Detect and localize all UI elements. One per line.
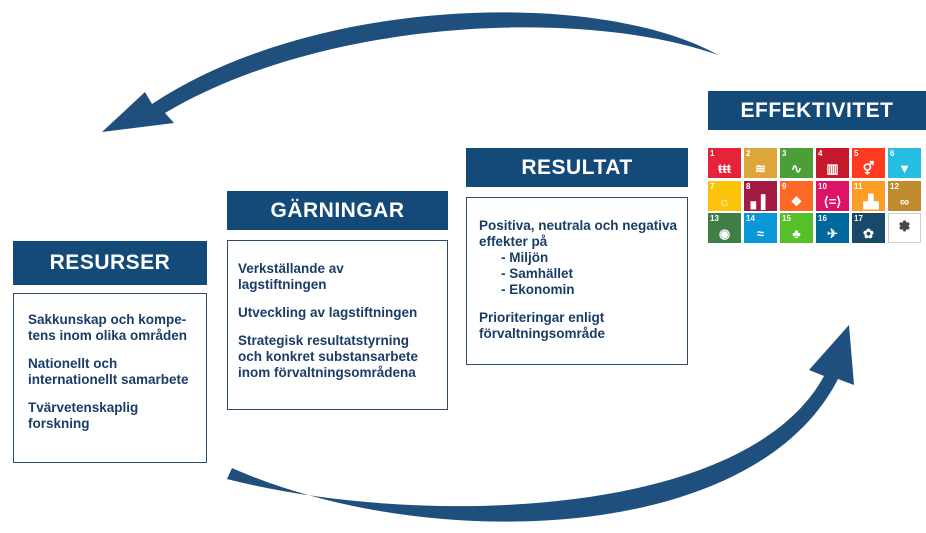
sdg-tile: 10 ⟨=⟩ (816, 180, 849, 211)
sdg-tile-number: 9 (782, 181, 787, 191)
sdg-tile: 2≋ (744, 148, 777, 178)
resultat-header: RESULTAT (466, 148, 688, 187)
equality-icon: ⟨=⟩ (823, 193, 842, 209)
sdg-tile-number: 8 (746, 181, 751, 191)
effects-list-item: - Ekonomin (501, 282, 575, 297)
garningar-text-1: Verkställande av lagstiftningen (238, 261, 344, 292)
people-icon: ŧŧŧ (718, 161, 731, 176)
sdg-tile: 4▥ (816, 148, 849, 178)
gender-icon: ⚥ (862, 161, 875, 176)
garningar-header: GÄRNINGAR (227, 191, 448, 230)
sdg-tile-number: 3 (782, 149, 787, 158)
resurser-header: RESURSER (13, 241, 207, 285)
heartbeat-icon: ∿ (791, 161, 802, 176)
partnership-flower-icon: ✿ (863, 226, 874, 241)
sdg-tile-number: 1 (710, 149, 715, 158)
book-icon: ▥ (826, 161, 839, 176)
sdg-tile: 5⚥ (852, 148, 885, 178)
garningar-box: Verkställande av lagstiftningen Utveckli… (227, 240, 448, 410)
sdg-tile: 11 ▗▙ (852, 180, 885, 211)
growth-chart-icon: ▖▌ (750, 193, 771, 209)
sdg-tile-number: 2 (746, 149, 751, 158)
city-icon: ▗▙ (858, 193, 879, 209)
resultat-intro: Positiva, neutrala och negativa effekter… (479, 218, 678, 249)
sdg-tile-number: 14 (746, 214, 755, 223)
garningar-text-2: Utveckling av lagstiftningen (238, 305, 418, 320)
sdg-tile-number: 10 (818, 181, 827, 191)
infinity-icon: ∞ (899, 193, 910, 209)
water-icon: ▼ (898, 161, 911, 176)
sdg-tile-number: 12 (890, 181, 899, 191)
sdg-tile: 8 ▖▌ (744, 180, 777, 211)
sdg-tile: 17✿ (852, 213, 885, 243)
sdg-tile-number: 16 (818, 214, 827, 223)
eye-globe-icon: ◉ (718, 226, 731, 241)
effects-list-item: - Miljön (501, 250, 549, 265)
bowl-icon: ≋ (755, 161, 766, 176)
garningar-text-3: Strategisk resultatstyrning och konkret … (238, 333, 419, 380)
sdg-tile: 13 ◉ (708, 213, 741, 243)
resurser-box: Sakkunskap och kompe- tens inom olika om… (13, 293, 207, 463)
sun-icon: ☼ (718, 193, 731, 209)
sdg-tile: 9❖ (780, 180, 813, 211)
sdg-tile: 14≈ (744, 213, 777, 243)
sdg-tile-number: 6 (890, 149, 895, 158)
sdg-tile: 6▼ (888, 148, 921, 178)
tree-icon: ♣ (792, 226, 801, 241)
sdg-tile-number: 7 (710, 181, 715, 191)
sdg-wheel-logo-icon: ✽ (898, 218, 911, 234)
sdg-tile: 16✈ (816, 213, 849, 243)
resultat-text-2: Prioriteringar enligt förvaltningsområde (479, 310, 606, 341)
resurser-text-3: Tvärvetenskaplig forskning (28, 400, 139, 431)
fish-icon: ≈ (756, 226, 765, 241)
bottom-arrow (227, 325, 854, 522)
sdg-tile: 15♣ (780, 213, 813, 243)
resurser-text-1: Sakkunskap och kompe- tens inom olika om… (28, 312, 188, 343)
sdg-tile-number: 4 (818, 149, 823, 158)
sdg-tile-number: 15 (782, 214, 791, 223)
sdg-tile-number: 11 (854, 181, 863, 191)
sdg-tile: 12∞ (888, 180, 921, 211)
effects-list: - Miljön - Samhället - Ekonomin (479, 250, 681, 298)
sdg-tile: 3∿ (780, 148, 813, 178)
top-arrow (102, 12, 718, 132)
effektivitet-header: EFFEKTIVITET (708, 91, 926, 130)
sdg-tile-number: 5 (854, 149, 859, 158)
resultat-box: Positiva, neutrala och negativa effekter… (466, 197, 688, 365)
sdg-tile-number: 17 (854, 214, 863, 223)
resurser-text-2: Nationellt och internationellt samarbete (28, 356, 189, 387)
sdg-tile: ✽ (888, 213, 921, 243)
infrastructure-icon: ❖ (790, 193, 803, 209)
sdg-tile-number: 13 (710, 214, 719, 223)
effects-list-item: - Samhället (501, 266, 574, 281)
dove-icon: ✈ (827, 226, 838, 241)
sdg-tile: 7☼ (708, 180, 741, 211)
